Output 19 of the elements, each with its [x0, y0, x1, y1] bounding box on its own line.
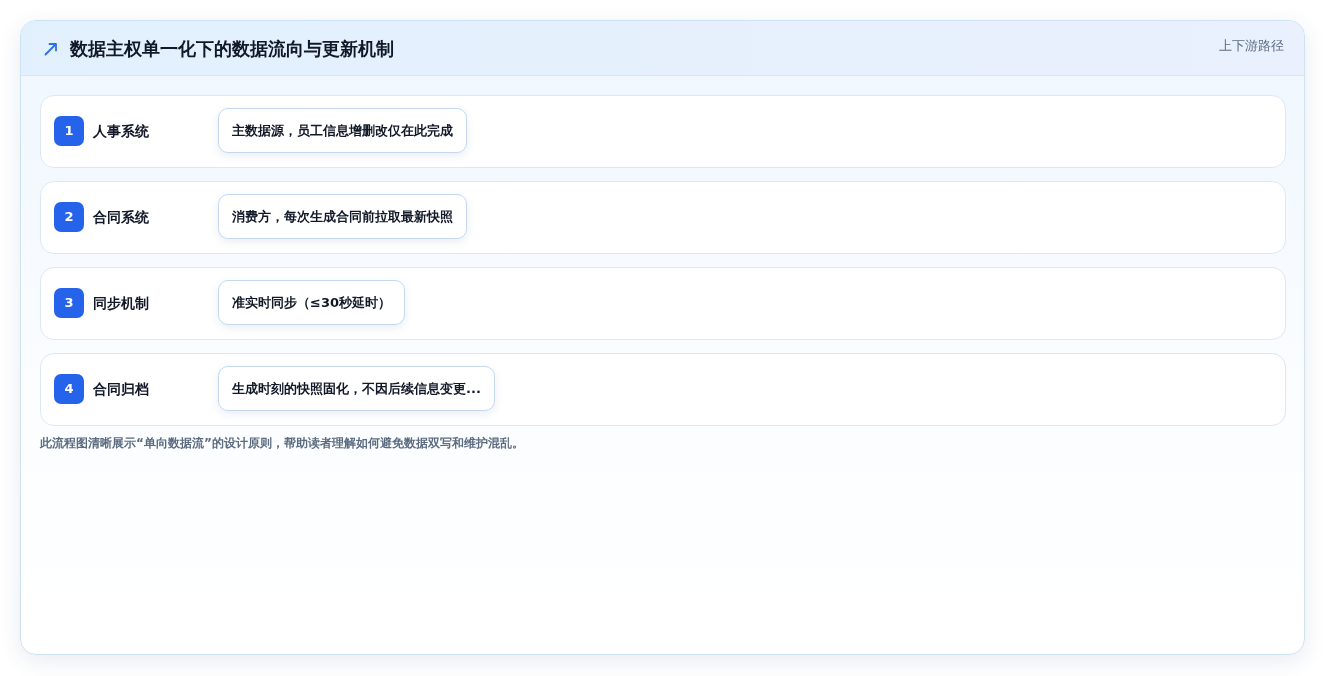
step-label: 合同归档 — [93, 380, 149, 399]
step-number: 1 — [54, 116, 84, 146]
description-box: 准实时同步（≤30秒延时） — [218, 280, 405, 325]
step-label: 同步机制 — [93, 294, 149, 313]
description-box: 主数据源，员工信息增删改仅在此完成 — [218, 108, 467, 153]
description-box: 消费方，每次生成合同前拉取最新快照 — [218, 194, 467, 239]
step-row — [40, 181, 1286, 254]
step-row — [40, 267, 1286, 340]
step-number: 3 — [54, 288, 84, 318]
step-row — [40, 95, 1286, 168]
step-label: 合同系统 — [93, 208, 149, 227]
step-label: 人事系统 — [93, 122, 149, 141]
header-note: 上下游路径 — [1219, 37, 1284, 55]
diagram-title: 数据主权单一化下的数据流向与更新机制 — [70, 37, 394, 61]
step-row — [40, 353, 1286, 426]
step-number: 2 — [54, 202, 84, 232]
step-number: 4 — [54, 374, 84, 404]
description-box: 生成时刻的快照固化，不因后续信息变更... — [218, 366, 495, 411]
caption-text: 此流程图清晰展示“单向数据流”的设计原则，帮助读者理解如何避免数据双写和维护混乱。 — [40, 435, 524, 452]
